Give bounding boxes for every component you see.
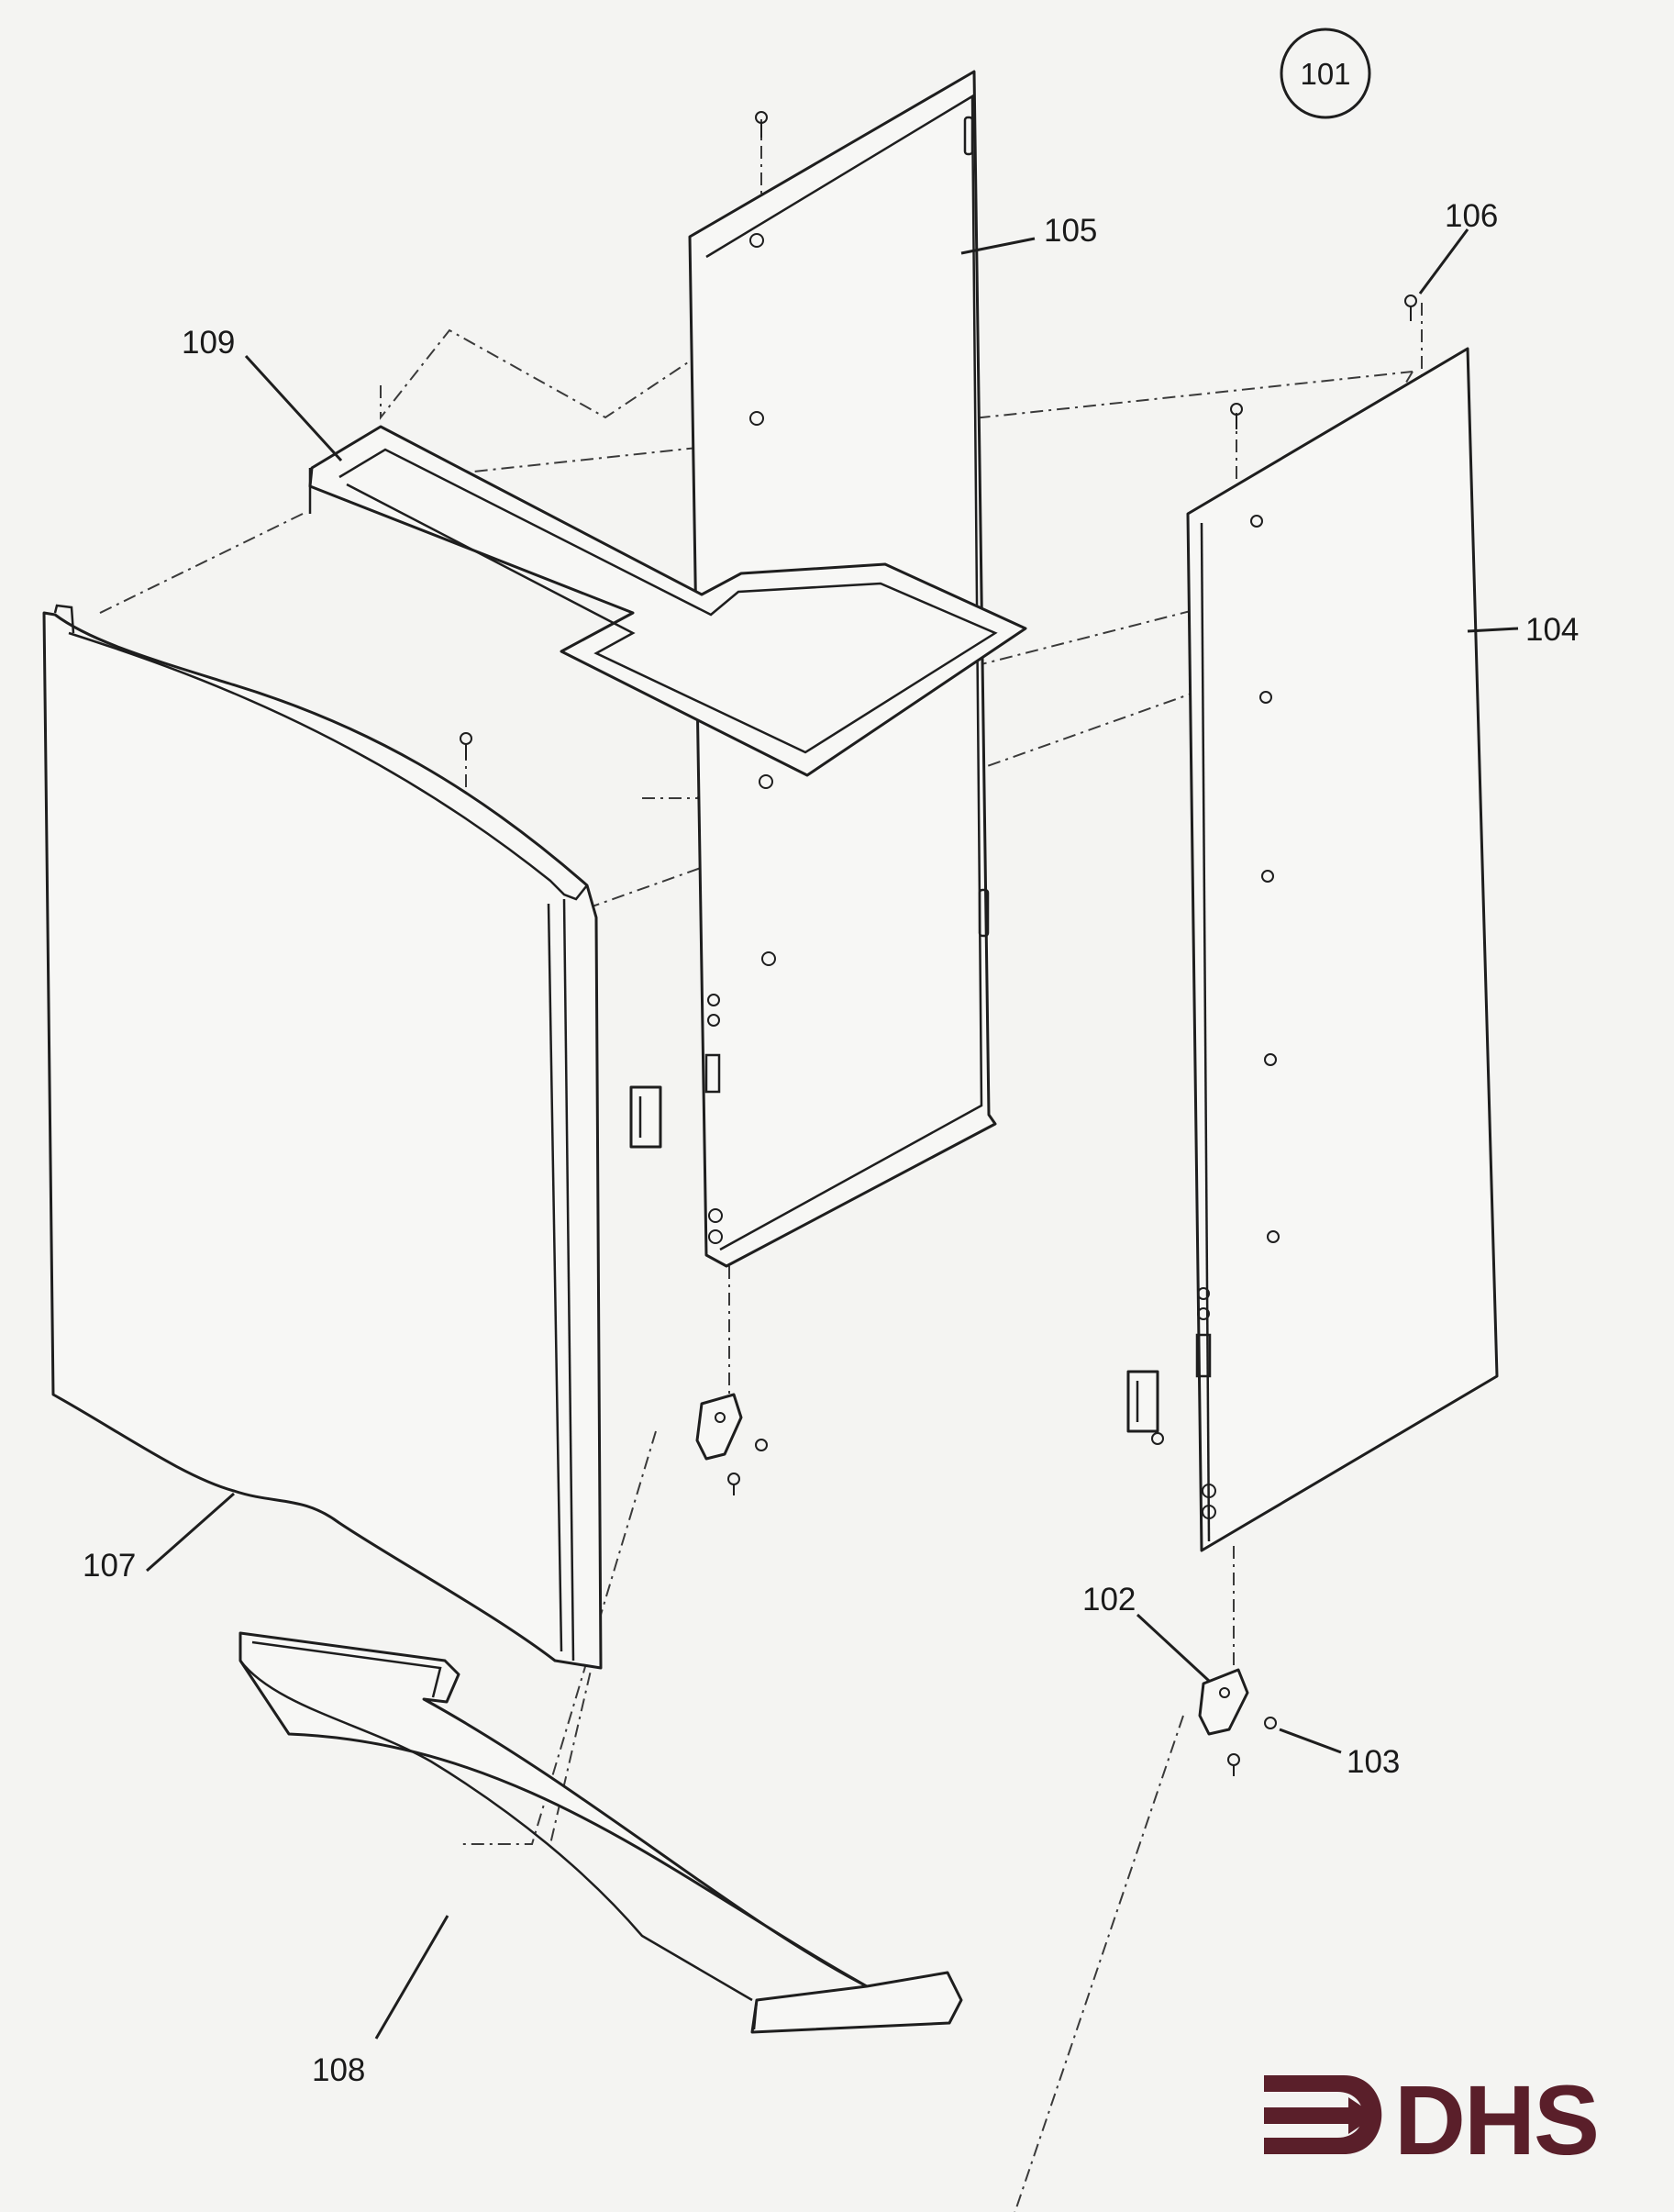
screw-icon (1227, 1753, 1240, 1776)
logo-arrow-head (1348, 2097, 1376, 2134)
label-106: 106 (1445, 198, 1498, 234)
part-108-base-plate (238, 1631, 963, 2034)
clip-right (1126, 1370, 1159, 1433)
screw-icon (755, 1439, 768, 1451)
label-107: 107 (83, 1548, 136, 1584)
logo-bar (1264, 2107, 1348, 2124)
screw-icon (755, 111, 768, 138)
logo-text: DHS (1394, 2064, 1598, 2175)
clip-left (629, 1085, 662, 1149)
label-102: 102 (1082, 1582, 1136, 1617)
logo-arrow-mark (1264, 2075, 1382, 2154)
part-107-front-panel (42, 604, 603, 1670)
callout-circle (1280, 28, 1371, 119)
screw-icon (1261, 870, 1274, 883)
panel-105-holes (704, 994, 723, 1244)
leader-lines (146, 228, 1519, 2040)
screw-icon (1230, 403, 1243, 429)
screw-icon (759, 774, 773, 789)
label-108: 108 (312, 2052, 365, 2088)
hinge-bracket-left (695, 1393, 743, 1461)
screw-icon (1264, 1717, 1277, 1729)
screw-icon (1259, 691, 1272, 704)
screw-icon (1264, 1053, 1277, 1066)
part-number-labels: 101 105 106 109 104 107 102 103 108 (83, 28, 1579, 2088)
callout-101: 101 (1300, 57, 1350, 91)
part-102-hinge-bracket-right (1198, 1668, 1249, 1736)
screw-icon (1404, 295, 1417, 321)
part-109-top-plate (308, 425, 1027, 777)
screw-icon (761, 951, 776, 966)
screw-icon (1151, 1432, 1164, 1445)
panel-104-holes (1195, 1287, 1216, 1519)
screw-icon (1250, 515, 1263, 528)
screw-icon (749, 411, 764, 426)
label-103: 103 (1347, 1744, 1400, 1780)
dhs-logo: DHS (1264, 2064, 1600, 2175)
part-104-side-panel (1186, 347, 1499, 1552)
label-105: 105 (1044, 213, 1097, 249)
screw-icon (460, 732, 472, 760)
screw-icon (727, 1473, 740, 1495)
screw-icon (749, 233, 764, 248)
label-104: 104 (1525, 612, 1579, 648)
label-109: 109 (182, 325, 235, 361)
screws (460, 111, 1417, 1776)
screw-icon (1267, 1230, 1280, 1243)
